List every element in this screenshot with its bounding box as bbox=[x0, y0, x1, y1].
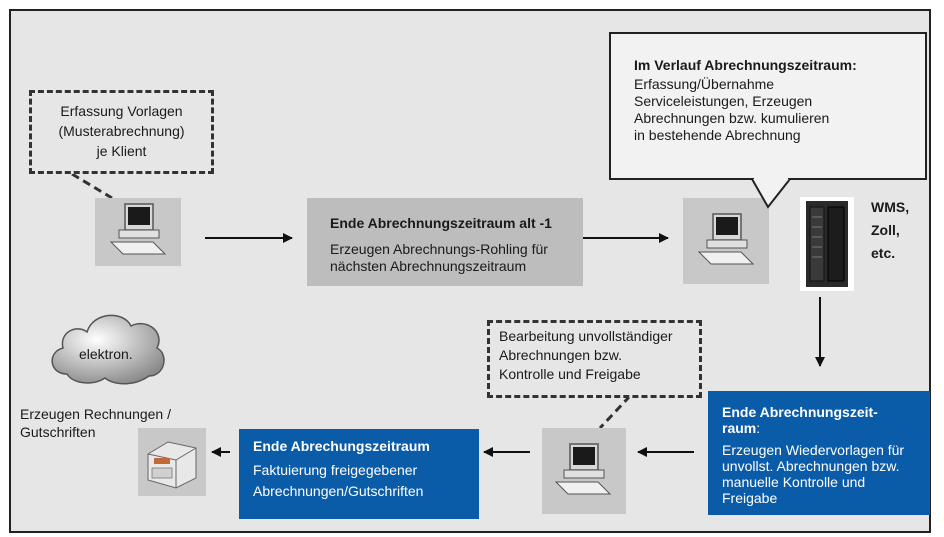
box-end-old-period: Ende Abrechnungszeitraum alt -1 Erzeugen… bbox=[307, 198, 583, 286]
callout-review: Bearbeitung unvollständiger Abrechnungen… bbox=[487, 320, 702, 398]
workstation-pc-3 bbox=[542, 428, 626, 514]
callout-period-line: Abrechnungen bzw. kumulieren bbox=[634, 110, 830, 126]
box-end-old-title: Ende Abrechnungszeitraum alt -1 bbox=[330, 215, 552, 231]
box-invoicing-line: Abrechnungen/Gutschriften bbox=[253, 483, 424, 499]
workstation-pc-2 bbox=[683, 198, 769, 284]
output-label: Erzeugen Rechnungen / Gutschriften bbox=[20, 405, 171, 441]
tail-review bbox=[598, 394, 632, 430]
output-label-line: Erzeugen Rechnungen / bbox=[20, 406, 171, 422]
box-end-period-line: unvollst. Abrechnungen bzw. bbox=[722, 458, 900, 474]
box-end-period-title: Ende Abrechnungszeit- bbox=[722, 404, 878, 420]
box-end-old-line: nächsten Abrechnungszeitraum bbox=[330, 258, 527, 274]
callout-templates-line: Erfassung Vorlagen bbox=[60, 103, 183, 119]
server-tower bbox=[800, 197, 854, 291]
callout-during-period: Im Verlauf Abrechnungszeitraum: Erfassun… bbox=[609, 32, 927, 180]
cloud-electronic: elektron. bbox=[45, 302, 170, 390]
output-label-line: Gutschriften bbox=[20, 424, 96, 440]
computer-icon bbox=[554, 443, 612, 495]
box-end-period-line: manuelle Kontrolle und bbox=[722, 474, 866, 490]
box-end-period-title: raum bbox=[722, 420, 757, 436]
box-invoicing-line: Faktuierung freigegebener bbox=[253, 462, 418, 478]
callout-templates-line: (Musterabrechnung) bbox=[58, 123, 185, 139]
callout-review-line: Kontrolle und Freigabe bbox=[499, 366, 641, 382]
printer-icon bbox=[147, 441, 197, 489]
box-invoicing: Ende Abrechungszeitraum Faktuierung frei… bbox=[239, 429, 479, 519]
server-label-line: WMS, bbox=[871, 199, 910, 215]
workstation-pc-1 bbox=[95, 198, 181, 266]
callout-review-line: Abrechnungen bzw. bbox=[499, 347, 622, 363]
box-end-old-line: Erzeugen Abrechnungs-Rohling für bbox=[330, 241, 548, 257]
callout-period-line: Erfassung/Übernahme bbox=[634, 76, 775, 92]
callout-period-title: Im Verlauf Abrechnungszeitraum: bbox=[634, 57, 857, 73]
callout-review-line: Bearbeitung unvollständiger bbox=[499, 328, 673, 344]
box-end-period: Ende Abrechnungszeit- raum: Erzeugen Wie… bbox=[708, 391, 930, 515]
callout-period-line: Serviceleistungen, Erzeugen bbox=[634, 93, 813, 109]
callout-templates: Erfassung Vorlagen (Musterabrechnung) je… bbox=[29, 90, 214, 174]
box-end-period-line: Freigabe bbox=[722, 490, 778, 506]
box-invoicing-title: Ende Abrechungszeitraum bbox=[253, 438, 430, 454]
callout-period-line: in bestehende Abrechnung bbox=[634, 127, 801, 143]
box-end-period-line: Erzeugen Wiedervorlagen für bbox=[722, 442, 905, 458]
computer-icon bbox=[109, 203, 167, 255]
printer bbox=[138, 428, 206, 496]
server-icon bbox=[806, 201, 848, 287]
server-label-line: etc. bbox=[871, 245, 896, 261]
tail-templates bbox=[71, 172, 113, 200]
server-label: WMS, Zoll, etc. bbox=[871, 196, 909, 265]
computer-icon bbox=[697, 213, 755, 265]
callout-templates-line: je Klient bbox=[96, 143, 147, 159]
cloud-icon bbox=[51, 314, 165, 385]
server-label-line: Zoll, bbox=[871, 222, 900, 238]
box-end-period-colon: : bbox=[756, 420, 761, 436]
cloud-label: elektron. bbox=[79, 346, 133, 362]
